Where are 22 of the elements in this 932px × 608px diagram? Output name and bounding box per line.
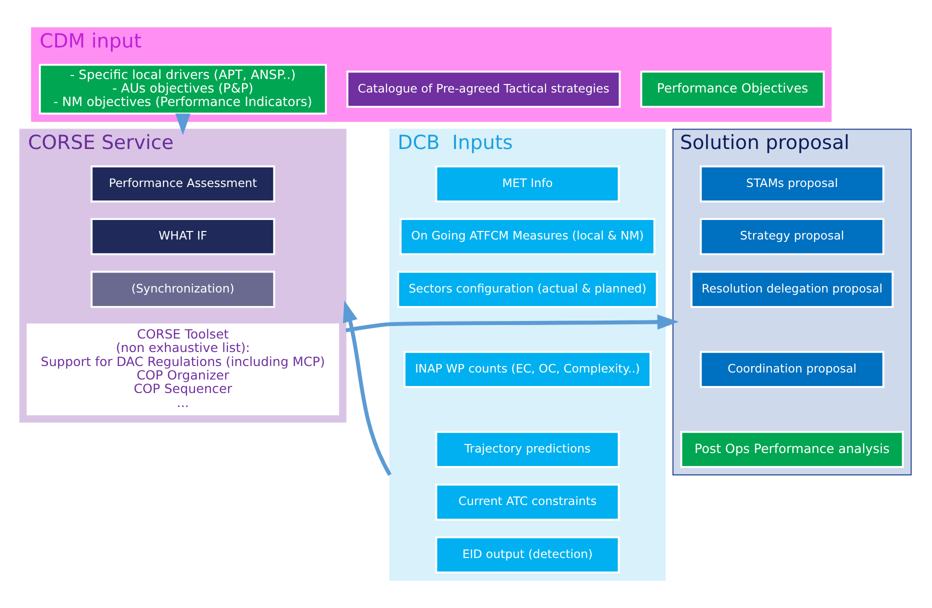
node-box: CORSE Toolset (non exhaustive list): Support for DAC Regulations (including MCP) COP Organizer COP Sequencer ... (26, 324, 340, 416)
node-box: Resolution delegation proposal (690, 270, 894, 308)
node-box: INAP WP counts (EC, OC, Complexity..) (404, 350, 652, 388)
arrow (346, 314, 679, 332)
node-box: EID output (detection) (435, 536, 620, 574)
node-box: (Synchronization) (90, 270, 276, 308)
node-box: Performance Objectives (640, 70, 825, 108)
arrow (175, 114, 190, 136)
arrow (342, 300, 392, 476)
node-box: Strategy proposal (700, 218, 884, 256)
node-box: On Going ATFCM Measures (local & NM) (400, 218, 656, 256)
node-box: Coordination proposal (700, 350, 884, 388)
node-box: Catalogue of Pre-agreed Tactical strategies (346, 70, 621, 108)
node-box: Post Ops Performance analysis (680, 430, 904, 468)
node-box: Current ATC constraints (435, 484, 620, 521)
node-box: WHAT IF (90, 218, 276, 256)
node-box: Trajectory predictions (435, 430, 620, 468)
node-box: - Specific local drivers (APT, ANSP..) - AUs objectives (P&P) - NM objectives (Performance Indicators) (38, 64, 327, 115)
node-box: Performance Assessment (90, 165, 276, 202)
node-box: MET Info (435, 165, 620, 202)
node-box: STAMs proposal (700, 165, 884, 202)
node-box: Sectors configuration (actual & planned) (397, 270, 658, 308)
